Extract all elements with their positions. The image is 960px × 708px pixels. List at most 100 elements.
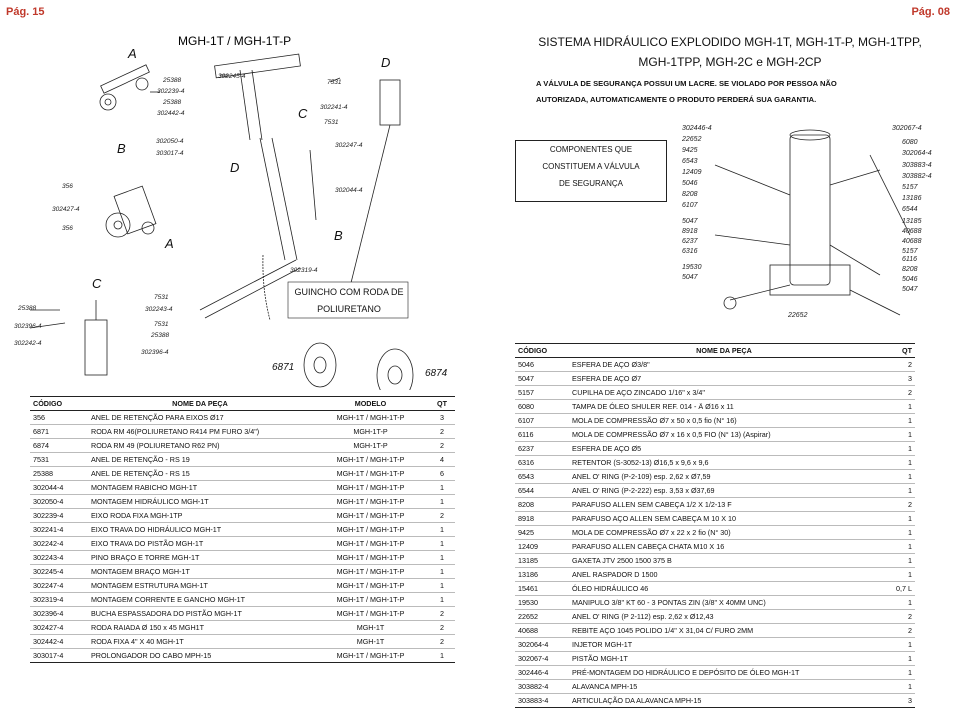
cell-code: 8918 <box>515 511 569 526</box>
valve-code-right: 40688 <box>902 228 922 235</box>
cell-qty: 1 <box>879 455 915 470</box>
column-header-qty: QT <box>429 396 455 411</box>
cell-code: 303882-4 <box>515 679 569 694</box>
cell-code: 6237 <box>515 441 569 456</box>
cell-name: GAXETA JTV 2500 1500 375 B <box>569 553 879 568</box>
components-box: COMPONENTES QUE CONSTITUEM A VÁLVULA DE … <box>515 140 667 202</box>
cell-name: PARAFUSO ALLEN CABEÇA CHATA M10 X 16 <box>569 539 879 554</box>
svg-text:6871: 6871 <box>272 362 294 373</box>
cell-name: PARAFUSO AÇO ALLEN SEM CABEÇA M 10 X 10 <box>569 511 879 526</box>
cell-name: RODA RAIADA Ø 150 x 45 MGH1T <box>88 620 312 635</box>
diagram-svg: A D C B D A B C MGH-1T / MGH-1T-P 25388 … <box>14 34 448 402</box>
cell-name: PISTÃO MGH-1T <box>569 651 879 666</box>
cell-code: 9425 <box>515 525 569 540</box>
column-header-code: CÓDIGO <box>30 396 88 411</box>
diagram-letter-d-top: D <box>381 55 390 70</box>
cell-qty: 1 <box>879 413 915 428</box>
column-header-code: CÓDIGO <box>515 343 569 358</box>
cell-model: MGH-1T / MGH-1T-P <box>312 564 429 579</box>
cell-model: MGH-1T / MGH-1T-P <box>312 522 429 537</box>
warranty-warning: A VÁLVULA DE SEGURANÇA POSSUI UM LACRE. … <box>536 76 922 108</box>
cell-code: 302319-4 <box>30 592 88 607</box>
cell-model: MGH-1T / MGH-1T-P <box>312 648 429 663</box>
cell-name: MONTAGEM ESTRUTURA MGH-1T <box>88 578 312 593</box>
cell-qty: 4 <box>429 452 455 467</box>
cell-qty: 2 <box>429 634 455 649</box>
cell-code: 302442-4 <box>30 634 88 649</box>
valve-code-left: 5047 <box>682 218 699 225</box>
title-line-2: MGH-1TPP, MGH-2C e MGH-2CP <box>638 55 822 69</box>
valve-code-center: 22652 <box>787 312 808 319</box>
cell-name: ANEL O' RING (P 2-112) esp. 2,62 x Ø12,4… <box>569 609 879 624</box>
valve-code-left: 5047 <box>682 274 699 281</box>
cell-code: 6871 <box>30 424 88 439</box>
cell-qty: 1 <box>879 539 915 554</box>
cell-qty: 2 <box>429 606 455 621</box>
valve-code-right: 5157 <box>902 184 919 191</box>
cell-code: 302396-4 <box>30 606 88 621</box>
cell-qty: 1 <box>879 483 915 498</box>
cell-code: 7531 <box>30 452 88 467</box>
valve-code-left: 8208 <box>682 191 698 198</box>
exploded-diagram-left: A D C B D A B C MGH-1T / MGH-1T-P 25388 … <box>0 20 480 402</box>
cell-code: 19530 <box>515 595 569 610</box>
cell-qty: 2 <box>429 508 455 523</box>
cell-code: 302427-4 <box>30 620 88 635</box>
diagram-letter-c-top: C <box>298 106 308 121</box>
valve-code-right: 13185 <box>902 218 922 225</box>
valve-code-right: 6080 <box>902 139 918 146</box>
cell-qty: 2 <box>879 497 915 512</box>
cell-qty: 1 <box>429 564 455 579</box>
cell-name: MONTAGEM HIDRÁULICO MGH-1T <box>88 494 312 509</box>
diagram-caption: GUINCHO COM RODA DE POLIURETANO <box>290 284 408 318</box>
cell-name: ARTICULAÇÃO DA ALAVANCA MPH-15 <box>569 693 879 708</box>
cell-code: 40688 <box>515 623 569 638</box>
valve-code-left: 6107 <box>682 202 699 209</box>
cell-code: 12409 <box>515 539 569 554</box>
cell-qty: 2 <box>879 357 915 372</box>
svg-text:25388: 25388 <box>150 332 169 339</box>
cell-qty: 3 <box>879 693 915 708</box>
cell-qty: 1 <box>879 595 915 610</box>
caption-line-2: POLIURETANO <box>317 304 381 314</box>
cell-qty: 1 <box>879 469 915 484</box>
cell-qty: 2 <box>429 424 455 439</box>
cell-name: ANEL RASPADOR D 1500 <box>569 567 879 582</box>
cell-name: ANEL DE RETENÇÃO - RS 15 <box>88 466 312 481</box>
cell-name: ANEL DE RETENÇÃO - RS 19 <box>88 452 312 467</box>
valve-code-right: 40688 <box>902 238 922 245</box>
warning-line-2: AUTORIZADA, AUTOMATICAMENTE O PRODUTO PE… <box>536 95 817 104</box>
column-header-qty: QT <box>879 343 915 358</box>
cell-name: MONTAGEM BRAÇO MGH-1T <box>88 564 312 579</box>
cell-qty: 1 <box>429 550 455 565</box>
cell-code: 5046 <box>515 357 569 372</box>
cell-qty: 1 <box>879 665 915 680</box>
cell-qty: 1 <box>879 511 915 526</box>
components-line-2: CONSTITUEM A VÁLVULA <box>542 162 640 171</box>
svg-text:302396-4: 302396-4 <box>141 349 169 356</box>
svg-text:356: 356 <box>62 183 73 190</box>
valve-code-left: 6316 <box>682 248 698 255</box>
cell-model: MGH-1T / MGH-1T-P <box>312 606 429 621</box>
cell-name: REBITE AÇO 1045 POLIDO 1/4" X 31,04 C/ F… <box>569 623 879 638</box>
cell-code: 302247-4 <box>30 578 88 593</box>
cell-qty: 2 <box>429 620 455 635</box>
svg-text:356: 356 <box>62 225 73 232</box>
